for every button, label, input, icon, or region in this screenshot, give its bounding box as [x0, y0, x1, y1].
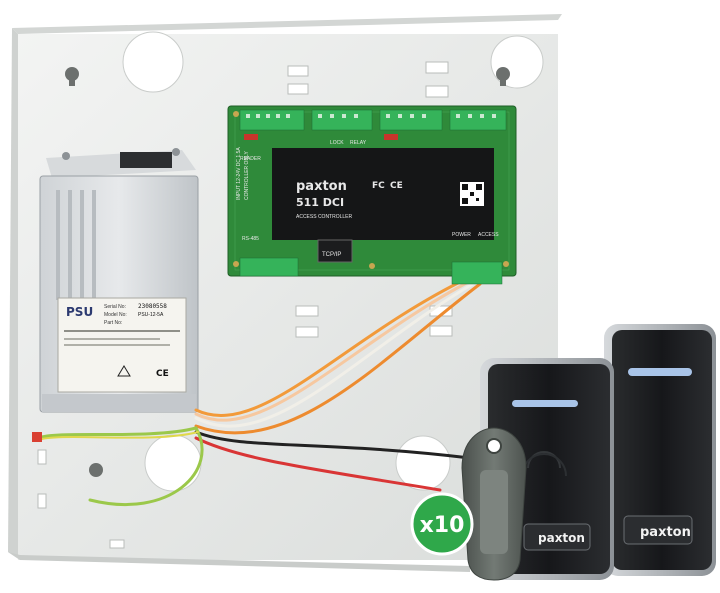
controller-brand: paxton — [296, 179, 347, 194]
power-supply-unit: PSU Serial No: 23080558 Model No: PSU-12… — [39, 148, 199, 413]
controller-fc-mark: FC — [372, 181, 385, 191]
label-tcpip: TCP/IP — [322, 252, 341, 258]
proximity-reader-tall: paxton — [604, 324, 716, 576]
reader-front-brand: paxton — [538, 531, 585, 545]
wiring-harness — [32, 276, 482, 506]
supply-note-2: CONTROLLER ONLY — [244, 151, 250, 200]
controller-subtitle: ACCESS CONTROLLER — [296, 214, 353, 220]
quantity-badge: x10 — [410, 492, 474, 556]
psu-model-label: Model No: — [104, 312, 127, 318]
quantity-badge-label: x10 — [420, 513, 465, 538]
label-relay: RELAY — [350, 140, 367, 146]
psu-model-value: PSU-12-5A — [138, 312, 164, 318]
psu-part-label: Part No: — [104, 320, 122, 326]
controller-ce-mark: CE — [390, 181, 403, 191]
reader-tall-brand: paxton — [640, 525, 691, 540]
supply-note: INPUT 12-24V DC 1.5A — [236, 147, 242, 200]
controller-model: 511 DCI — [296, 196, 344, 209]
psu-ce-mark: CE — [156, 369, 169, 379]
key-fob — [461, 427, 527, 581]
psu-serial-label: Serial No: — [104, 304, 126, 310]
door-controller-board: paxton 511 DCI ACCESS CONTROLLER FC CE I… — [227, 105, 517, 285]
label-reader: READER — [240, 156, 261, 162]
psu-serial-value: 23080558 — [138, 303, 167, 310]
label-rs485: RS-485 — [242, 236, 259, 242]
label-access: ACCESS — [478, 232, 499, 238]
label-power: POWER — [452, 232, 471, 238]
label-lock: LOCK — [330, 140, 344, 146]
psu-brand: PSU — [66, 305, 93, 319]
